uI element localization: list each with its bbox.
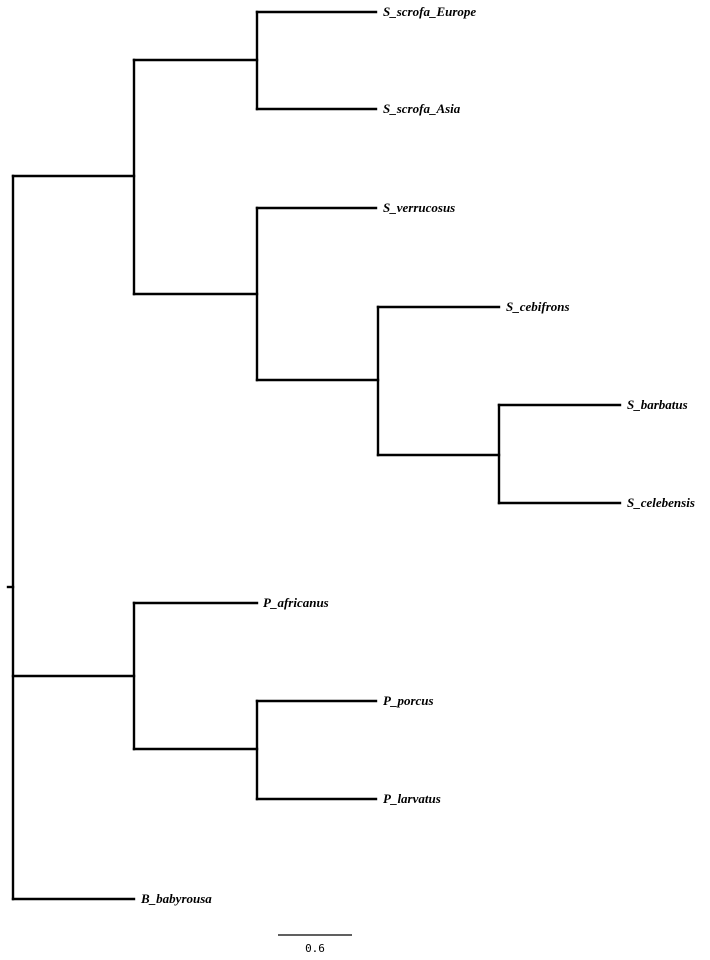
tip-label: P_porcus: [383, 693, 434, 708]
tip-label: S_cebifrons: [506, 299, 570, 314]
tip-label: P_larvatus: [383, 791, 441, 806]
tip-label: S_verrucosus: [383, 200, 455, 215]
scale-bar-label: 0.6: [305, 942, 325, 955]
tip-label: S_scrofa_Asia: [383, 101, 461, 116]
tip-label: S_scrofa_Europe: [383, 4, 476, 19]
tip-label: P_africanus: [263, 595, 329, 610]
tip-label: S_celebensis: [627, 495, 695, 510]
tip-label: B_babyrousa: [140, 891, 212, 906]
tip-label: S_barbatus: [627, 397, 688, 412]
